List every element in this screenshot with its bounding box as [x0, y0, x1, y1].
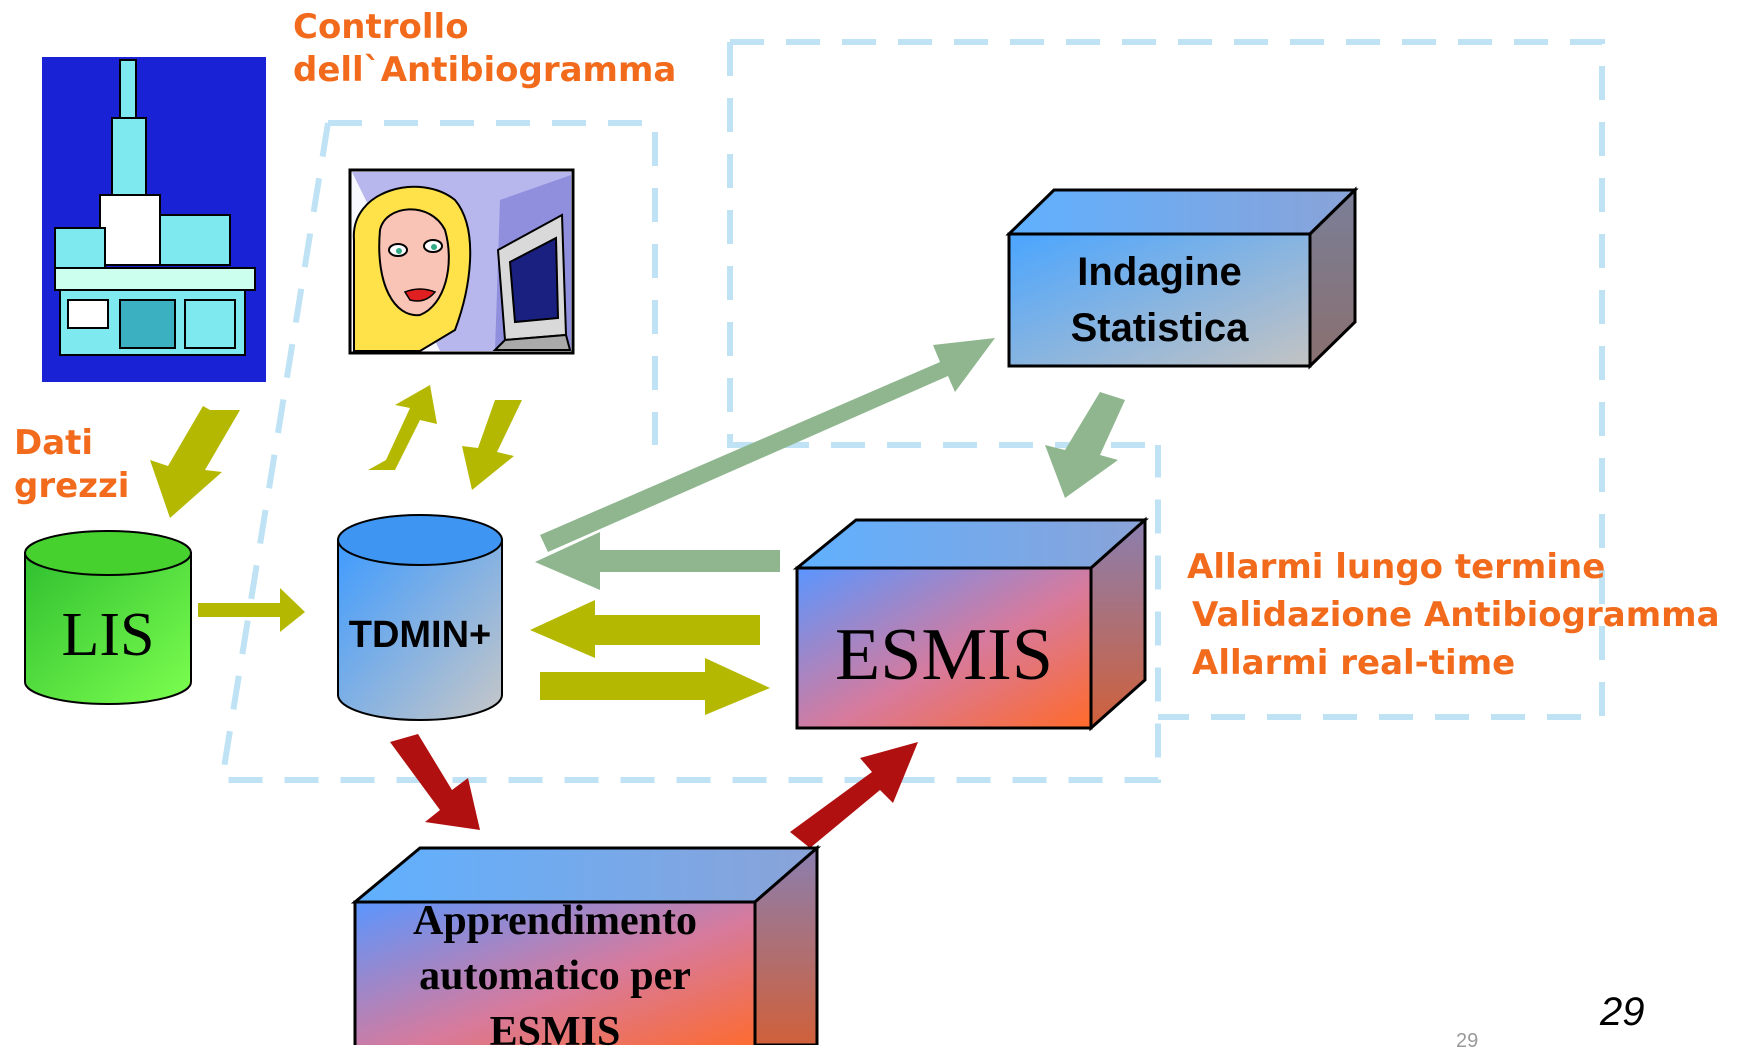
label-controllo: Controllo dell`Antibiogramma	[293, 6, 676, 91]
apprendimento-line2: automatico per	[419, 953, 691, 1000]
woman-at-computer-icon	[348, 168, 575, 355]
olive-arrows	[150, 385, 770, 715]
label-allarmi-real-time: Allarmi real-time	[1192, 643, 1516, 683]
tdmin-label: TDMIN+	[348, 613, 492, 656]
red-arrows	[390, 734, 918, 848]
dashed-region-top-middle	[727, 42, 1158, 448]
slide-number-small: 29	[1456, 1030, 1479, 1052]
esmis-box	[792, 516, 1149, 732]
label-controllo-line2: dell`Antibiogramma	[293, 49, 677, 90]
arrow-tdmin-to-esmis	[540, 658, 770, 715]
label-controllo-line1: Controllo	[293, 7, 469, 47]
arrow-raw-to-lis	[150, 406, 240, 518]
arrow-esmis-to-tdmin	[530, 600, 760, 658]
arrow-tdmin-to-apprendimento	[390, 734, 480, 830]
tdmin-database	[337, 514, 503, 721]
dashed-region-outer	[730, 39, 1605, 720]
indagine-label: Indagine Statistica	[1009, 236, 1310, 364]
arrow-esmis-to-tdmin-top	[535, 532, 780, 590]
arrow-controllo-to-tdmin	[462, 400, 522, 490]
apprendimento-line3: ESMIS	[489, 1008, 621, 1055]
arrow-lis-to-tdmin	[198, 588, 305, 632]
lab-analyzer-icon	[42, 57, 266, 382]
label-dati-grezzi: Dati grezzi	[14, 422, 129, 507]
label-allarmi-lungo-termine: Allarmi lungo termine	[1187, 547, 1606, 587]
dashed-region-left	[218, 122, 1161, 783]
arrow-apprendimento-to-esmis	[790, 742, 918, 848]
apprendimento-box	[350, 844, 822, 1045]
lis-database	[24, 530, 192, 705]
arrow-tdmin-to-controllo	[368, 385, 437, 470]
slide-number: 29	[1600, 990, 1645, 1034]
apprendimento-label: Apprendimento automatico per ESMIS	[355, 898, 755, 1055]
lis-label: LIS	[61, 600, 155, 669]
dashed-region-group	[218, 39, 1605, 783]
label-dati-line1: Dati	[14, 423, 94, 463]
label-validazione-antibiogramma: Validazione Antibiogramma	[1192, 595, 1720, 635]
green-arrows	[535, 338, 1125, 590]
label-dati-line2: grezzi	[14, 465, 130, 506]
indagine-line1: Indagine	[1077, 250, 1242, 294]
apprendimento-line1: Apprendimento	[413, 897, 697, 944]
indagine-box	[1005, 186, 1359, 370]
arrow-tdmin-to-indagine	[540, 338, 995, 552]
indagine-line2: Statistica	[1070, 306, 1249, 350]
esmis-label: ESMIS	[835, 613, 1053, 696]
arrow-indagine-to-esmis	[1045, 392, 1125, 498]
